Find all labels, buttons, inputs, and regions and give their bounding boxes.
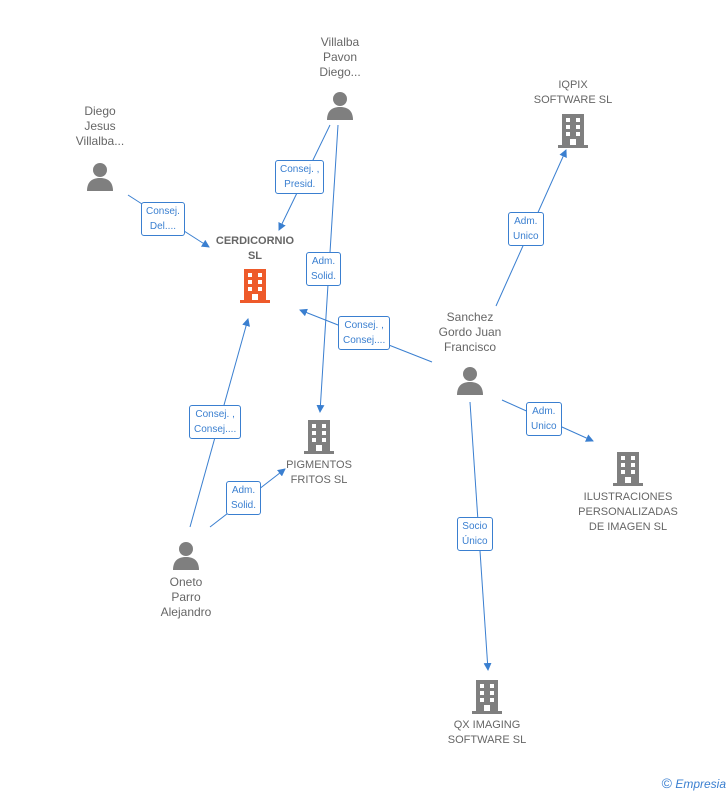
node-pigmentos-fritos-sl[interactable]: PIGMENTOS FRITOS SL [276, 420, 362, 488]
edge-label-villalba-pigmentos[interactable]: Adm. Solid. [306, 252, 342, 286]
edge-label-diego-cerdicornio[interactable]: Consej. Del.... [141, 202, 185, 236]
brand-name: Empresia [675, 777, 726, 791]
edge-label-line: Único [462, 536, 488, 547]
person-icon [87, 163, 113, 191]
node-villalba-pavon-diego[interactable]: Villalba Pavon Diego... [300, 35, 380, 120]
node-label: PIGMENTOS [286, 459, 352, 471]
building-icon [240, 269, 270, 303]
node-ilustraciones-personalizadas-de-imagen-sl[interactable]: ILUSTRACIONES PERSONALIZADAS DE IMAGEN S… [568, 452, 688, 535]
node-label: FRITOS SL [290, 474, 348, 486]
node-label: Alejandro [160, 605, 212, 619]
node-label: SOFTWARE SL [533, 94, 613, 106]
edge-label-line: Adm. [311, 256, 336, 267]
edge-label-line: Del.... [149, 221, 177, 232]
copyright-symbol: © [661, 775, 672, 791]
edge-label-oneto-cerdicornio[interactable]: Consej. , Consej.... [189, 405, 242, 439]
edge-label-oneto-pigmentos[interactable]: Adm. Solid. [226, 481, 262, 515]
node-label: ILUSTRACIONES [583, 491, 673, 503]
edge-label-line: Adm. [231, 485, 256, 496]
building-icon [472, 680, 502, 714]
node-label: Parro [171, 590, 201, 604]
node-label: Villalba... [75, 134, 125, 148]
node-oneto-parro-alejandro[interactable]: Oneto Parro Alejandro [146, 540, 226, 620]
node-label: Villalba [320, 35, 360, 49]
node-label: IQPIX [558, 79, 588, 91]
edge-label-villalba-cerdicornio[interactable]: Consej. , Presid. [275, 160, 325, 194]
node-label: Sanchez [446, 310, 494, 324]
node-qx-imaging-software-sl[interactable]: QX IMAGING SOFTWARE SL [437, 680, 537, 748]
node-label: Francisco [443, 340, 496, 354]
building-icon [558, 114, 588, 148]
edge-label-line: Consej. , [195, 409, 235, 420]
edge-label-sanchez-iqpix[interactable]: Adm. Unico [508, 212, 544, 246]
edge-label-sanchez-qx[interactable]: Socio Único [457, 517, 493, 551]
node-label: SOFTWARE SL [447, 734, 527, 746]
edge-label-line: Solid. [311, 271, 337, 282]
node-label: CERDICORNIO [215, 235, 295, 247]
edge-label-sanchez-ilustraciones[interactable]: Adm. Unico [526, 402, 562, 436]
building-icon [613, 452, 643, 486]
edge-label-line: Unico [531, 421, 557, 432]
edge-label-line: Consej. , [344, 320, 384, 331]
node-label: Oneto [169, 575, 203, 589]
edge-label-line: Consej. , [280, 164, 320, 175]
edge-label-sanchez-cerdicornio[interactable]: Consej. , Consej.... [338, 316, 391, 350]
footer-brand[interactable]: © Empresia [662, 775, 726, 791]
person-icon [173, 542, 199, 570]
edge-label-line: Unico [513, 231, 539, 242]
node-label: DE IMAGEN SL [588, 521, 668, 533]
person-icon [457, 367, 483, 395]
node-diego-jesus-villalba[interactable]: Diego Jesus Villalba... [60, 104, 140, 191]
edge-label-line: Consej. [146, 206, 180, 217]
edge-label-line: Consej.... [343, 335, 386, 346]
node-sanchez-gordo-juan-francisco[interactable]: Sanchez Gordo Juan Francisco [425, 310, 515, 395]
edge-label-line: Socio [462, 521, 488, 532]
person-icon [327, 92, 353, 120]
node-label: QX IMAGING [453, 719, 521, 731]
edge-label-line: Presid. [284, 179, 316, 190]
node-label: Pavon [322, 50, 358, 64]
node-label: SL [247, 250, 263, 262]
node-cerdicornio-sl[interactable]: CERDICORNIO SL [200, 234, 310, 303]
building-icon [304, 420, 334, 454]
node-label: PERSONALIZADAS [578, 506, 678, 518]
node-label: Diego [84, 104, 116, 118]
edge-label-line: Adm. [514, 216, 538, 227]
edge-label-line: Solid. [231, 500, 257, 511]
node-label: Diego... [319, 65, 361, 79]
node-label: Jesus [84, 119, 116, 133]
node-iqpix-software-sl[interactable]: IQPIX SOFTWARE SL [520, 78, 626, 148]
edge-label-line: Consej.... [194, 424, 237, 435]
node-label: Gordo Juan [438, 325, 502, 339]
edge-label-line: Adm. [532, 406, 556, 417]
